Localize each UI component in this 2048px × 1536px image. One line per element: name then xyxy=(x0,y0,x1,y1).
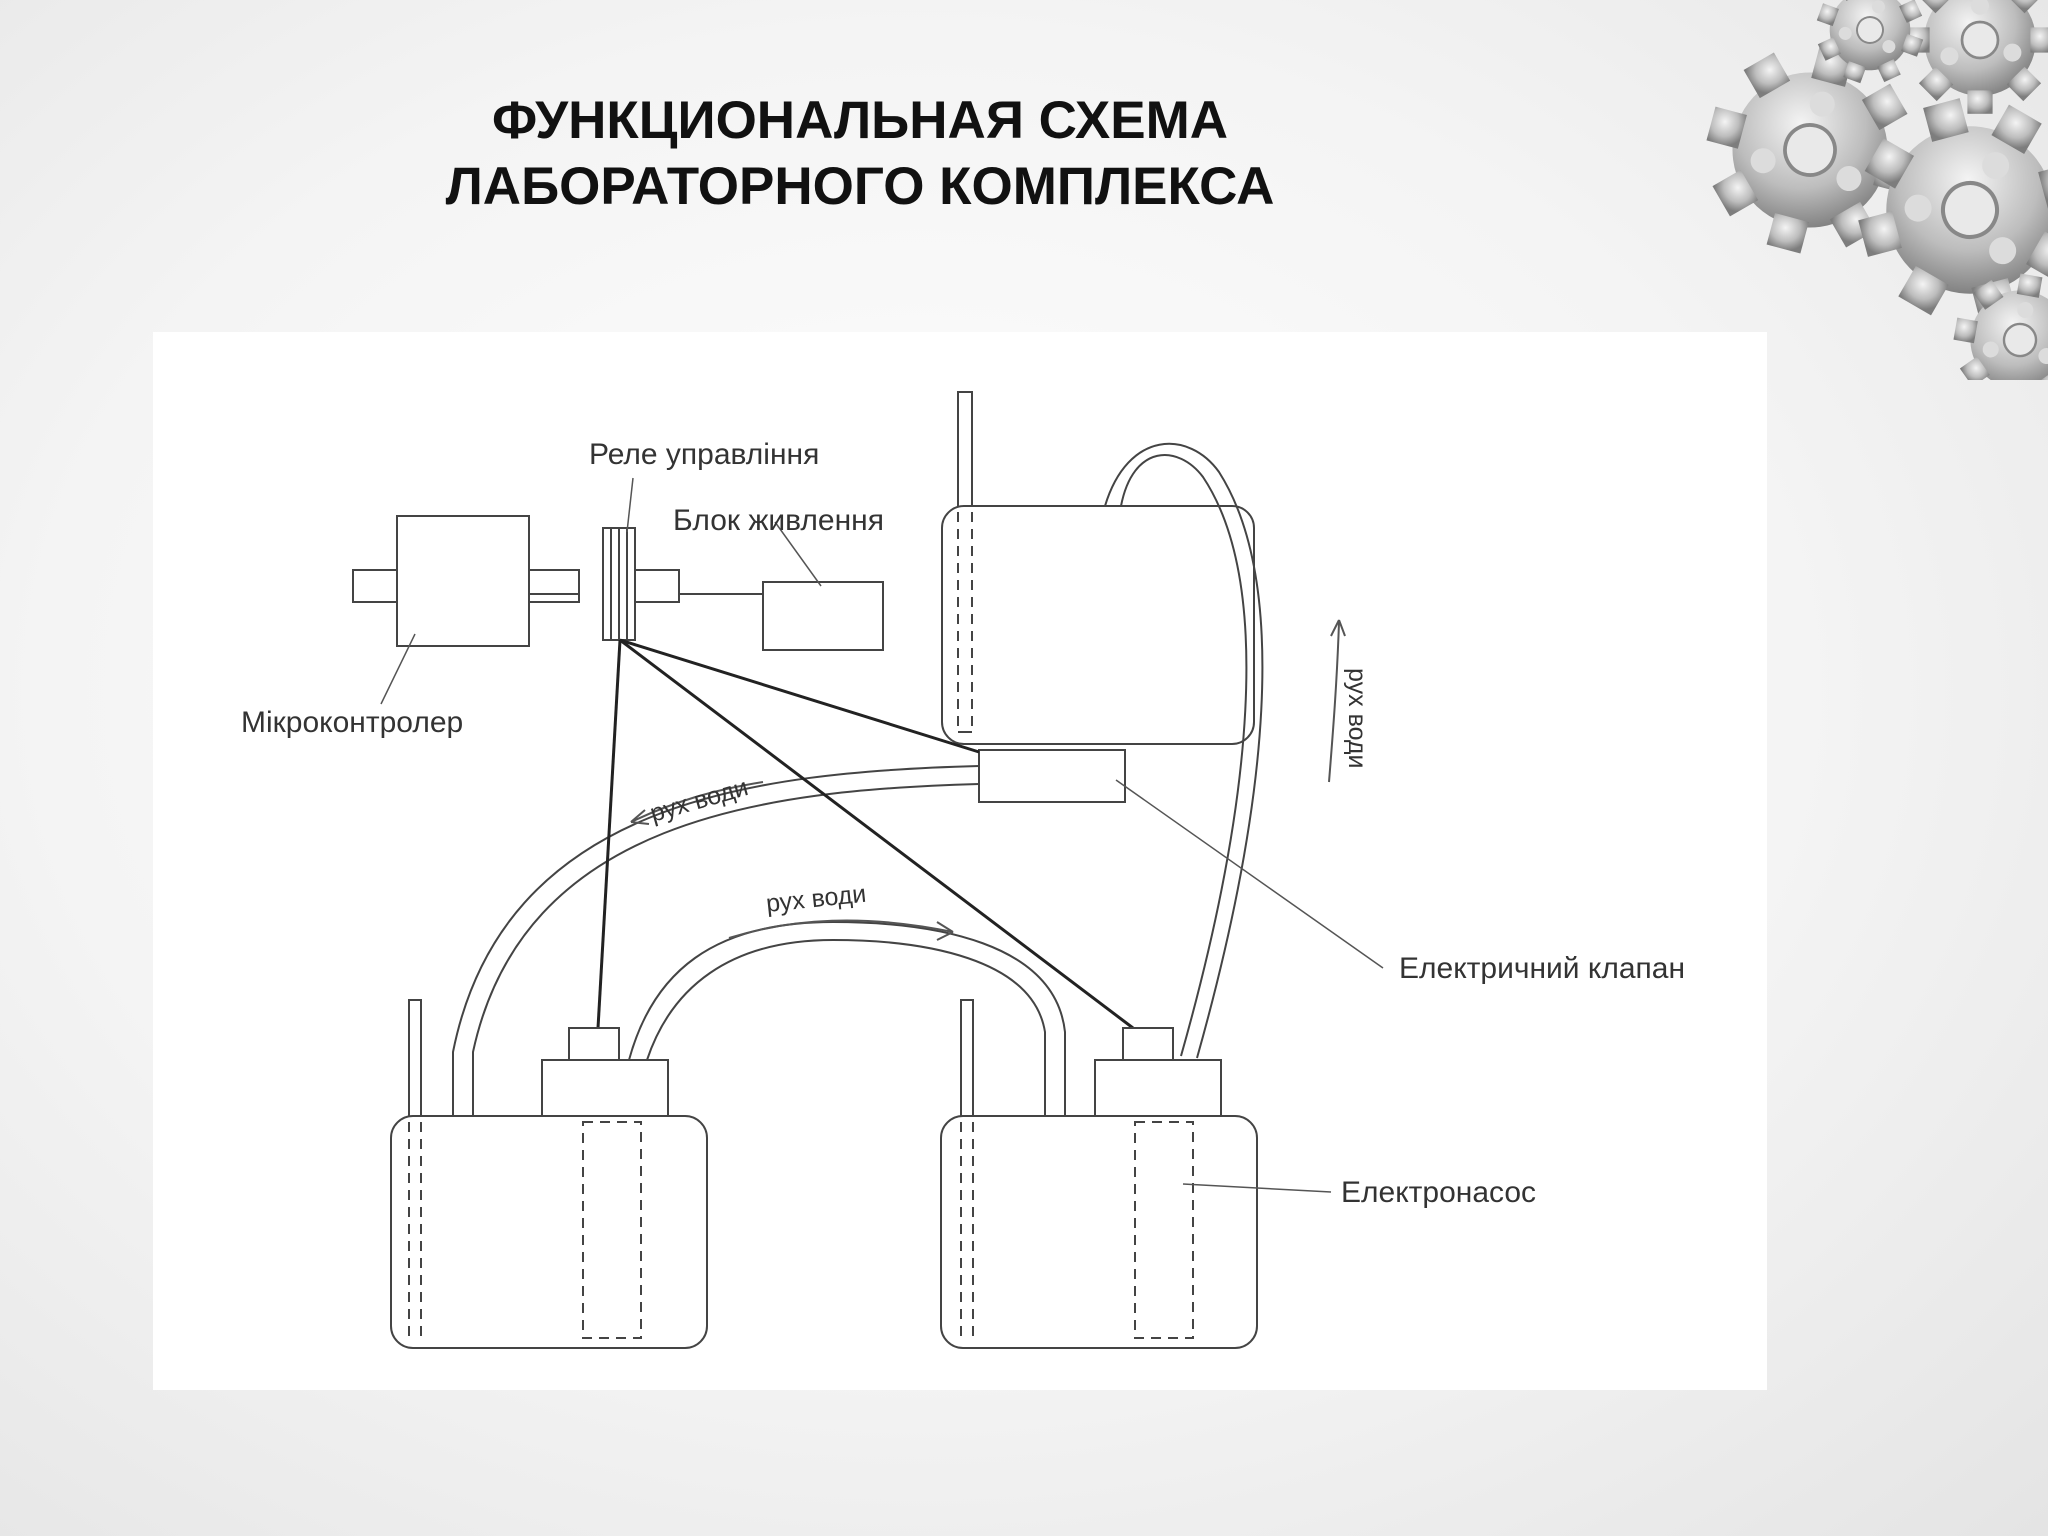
control-wires xyxy=(596,638,1134,1030)
control-relay xyxy=(602,527,763,641)
leader-lines xyxy=(380,477,1384,1193)
diagram-panel: Реле управління Блок живлення Мікроконтр… xyxy=(153,332,1767,1390)
electric-valve-label: Електричний клапан xyxy=(1399,952,1685,985)
valve-outlet-pipe xyxy=(452,765,980,1116)
microcontroller xyxy=(352,515,580,647)
power-supply-label: Блок живлення xyxy=(673,504,884,537)
flow-label-middle: рух води xyxy=(765,880,868,918)
electric-valve xyxy=(978,749,1126,803)
slide-title: ФУНКЦИОНАЛЬНАЯ СХЕМА ЛАБОРАТОРНОГО КОМПЛ… xyxy=(300,88,1420,220)
flow-label-right: рух води xyxy=(1343,668,1371,768)
transfer-pipe xyxy=(628,920,1066,1116)
power-supply xyxy=(762,581,884,651)
relay-label: Реле управління xyxy=(589,438,819,471)
microcontroller-label: Мікроконтролер xyxy=(241,706,463,739)
gears-icon xyxy=(1682,0,2048,380)
left-tank xyxy=(390,999,708,1349)
flow-label-top: рух води xyxy=(647,773,751,828)
right-tank xyxy=(940,999,1258,1349)
title-line-2: ЛАБОРАТОРНОГО КОМПЛЕКСА xyxy=(445,157,1275,216)
return-pipe xyxy=(1120,454,1248,1057)
upper-tank xyxy=(941,391,1255,745)
electropump-label: Електронасос xyxy=(1341,1176,1536,1209)
title-line-1: ФУНКЦИОНАЛЬНАЯ СХЕМА xyxy=(491,91,1229,150)
flow-arrows xyxy=(630,619,1346,941)
